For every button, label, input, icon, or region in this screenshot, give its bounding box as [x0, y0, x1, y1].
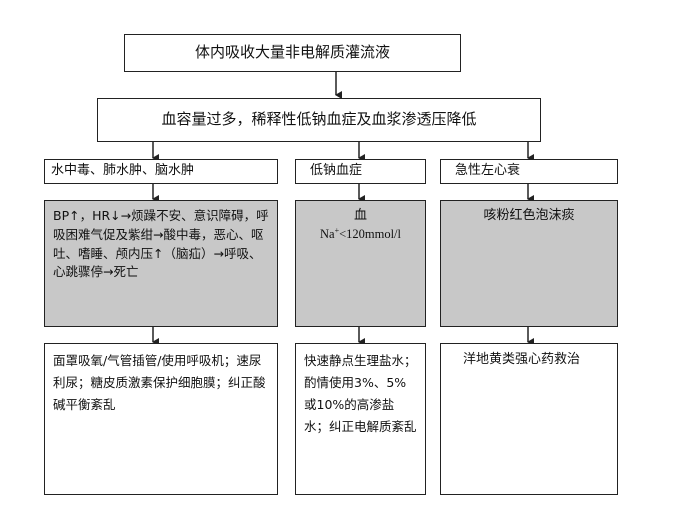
second-box: 血容量过多，稀释性低钠血症及血浆渗透压降低: [97, 98, 541, 142]
col3-symptom-text: 咳粉红色泡沫痰: [483, 208, 575, 223]
col1-header-text: 水中毒、肺水肿、脑水肿: [51, 163, 195, 178]
na-text: Na: [319, 227, 335, 242]
col2-treatment-box: 快速静点生理盐水；酌情使用3%、5%或10%的高渗盐水；纠正电解质紊乱: [295, 343, 426, 495]
col1-header: 水中毒、肺水肿、脑水肿: [44, 159, 278, 184]
col1-treatment-text: 面罩吸氧/气管插管/使用呼吸机；速尿利尿；糖皮质激素保护细胞膜；纠正酸碱平衡紊乱: [53, 353, 266, 412]
top-box: 体内吸收大量非电解质灌流液: [124, 34, 461, 72]
col1-symptom-text: BP↑，HR↓→烦躁不安、意识障碍，呼吸困难气促及紫绀→酸中毒，恶心、呕吐、嗜睡…: [53, 208, 269, 280]
second-text: 血容量过多，稀释性低钠血症及血浆渗透压降低: [161, 110, 477, 129]
col2-treatment-text: 快速静点生理盐水；酌情使用3%、5%或10%的高渗盐水；纠正电解质紊乱: [304, 353, 417, 434]
col1-treatment-box: 面罩吸氧/气管插管/使用呼吸机；速尿利尿；糖皮质激素保护细胞膜；纠正酸碱平衡紊乱: [44, 343, 278, 495]
top-text: 体内吸收大量非电解质灌流液: [194, 43, 390, 62]
col2-symptom-box: 血 Na+<120mmol/l: [295, 200, 426, 327]
col3-header: 急性左心衰: [440, 159, 618, 184]
col1-symptom-box: BP↑，HR↓→烦躁不安、意识障碍，呼吸困难气促及紫绀→酸中毒，恶心、呕吐、嗜睡…: [44, 200, 278, 327]
col3-header-text: 急性左心衰: [455, 163, 521, 178]
col3-treatment-text: 洋地黄类强心药救治: [463, 352, 581, 367]
col3-treatment-box: 洋地黄类强心药救治: [440, 343, 618, 495]
col2-symptom-line1: 血: [353, 208, 367, 223]
col2-symptom-line2: Na+<120mmol/l: [296, 225, 425, 244]
col2-header: 低钠血症: [295, 159, 426, 184]
col3-symptom-box: 咳粉红色泡沫痰: [440, 200, 618, 327]
na-superscript: +: [334, 226, 340, 236]
col2-header-text: 低钠血症: [310, 163, 363, 178]
na-value: <120mmol/l: [339, 227, 401, 242]
